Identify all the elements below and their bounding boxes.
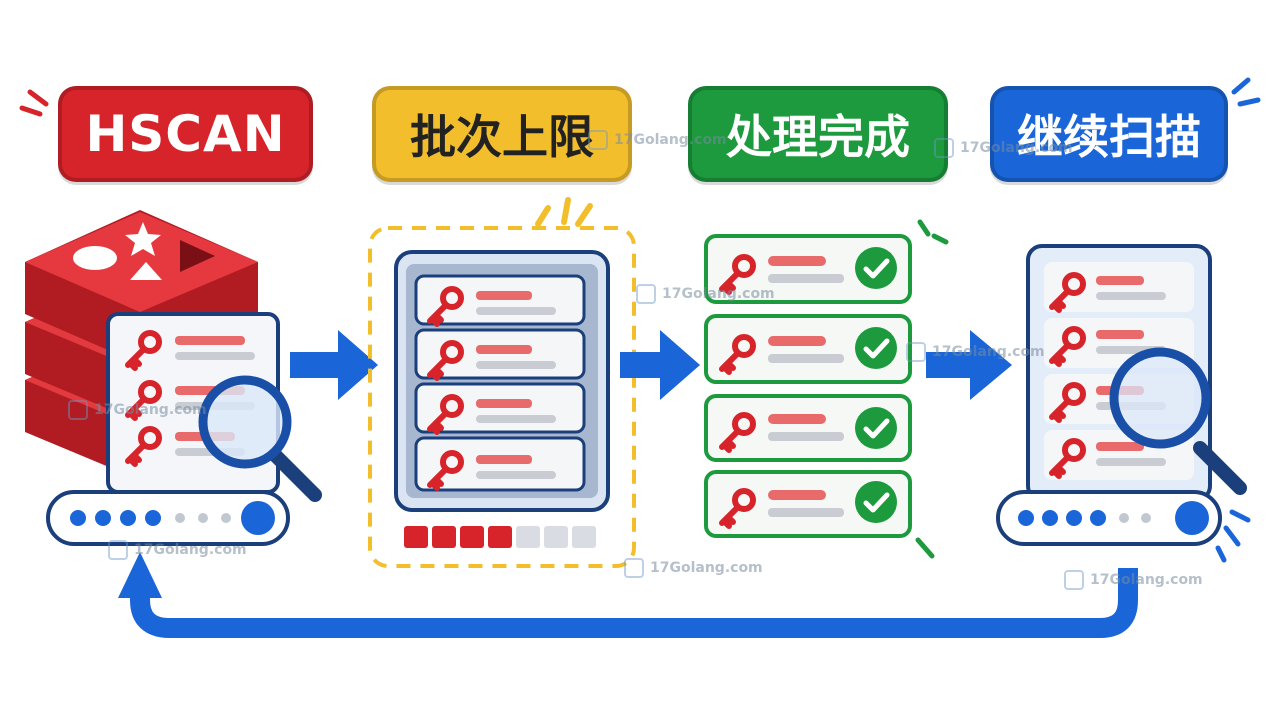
step-label-text: 批次上限 [410, 110, 594, 164]
step-label-text: 继续扫描 [1017, 110, 1201, 164]
checkmark-icon [855, 327, 897, 369]
progress-segment-filled [488, 526, 512, 548]
list-item [704, 470, 912, 538]
arrow-right-icon [290, 330, 378, 400]
step-label-batch-limit: 批次上限 [372, 86, 632, 182]
magnifier-icon [198, 375, 322, 502]
magnifier-icon [1109, 347, 1247, 495]
step4-cursor-bar [996, 490, 1222, 546]
batch-progress-bar [404, 526, 596, 548]
progress-segment-empty [544, 526, 568, 548]
arrow-right-icon [620, 330, 700, 400]
progress-segment-filled [460, 526, 484, 548]
progress-segment-empty [572, 526, 596, 548]
list-item [704, 314, 912, 384]
spark-lines [1215, 77, 1261, 563]
spark-lines [19, 89, 49, 117]
step1-cursor-bar [46, 490, 290, 546]
checkmark-icon [855, 481, 897, 523]
step2-batch-container [368, 197, 636, 568]
list-item [704, 394, 912, 462]
progress-segment-filled [404, 526, 428, 548]
step-label-processed: 处理完成 [688, 86, 948, 182]
arrow-right-icon [926, 330, 1012, 400]
step-label-text: HSCAN [85, 105, 286, 163]
progress-segment-empty [516, 526, 540, 548]
step-label-continue-scan: 继续扫描 [990, 86, 1228, 182]
list-item [704, 234, 912, 304]
progress-segment-filled [432, 526, 456, 548]
checkmark-icon [855, 247, 897, 289]
step-label-hscan: HSCAN [58, 86, 313, 182]
step-label-text: 处理完成 [726, 110, 910, 164]
loop-arrow-icon [118, 552, 1138, 638]
step3-processed-list [704, 219, 949, 559]
checkmark-icon [855, 407, 897, 449]
